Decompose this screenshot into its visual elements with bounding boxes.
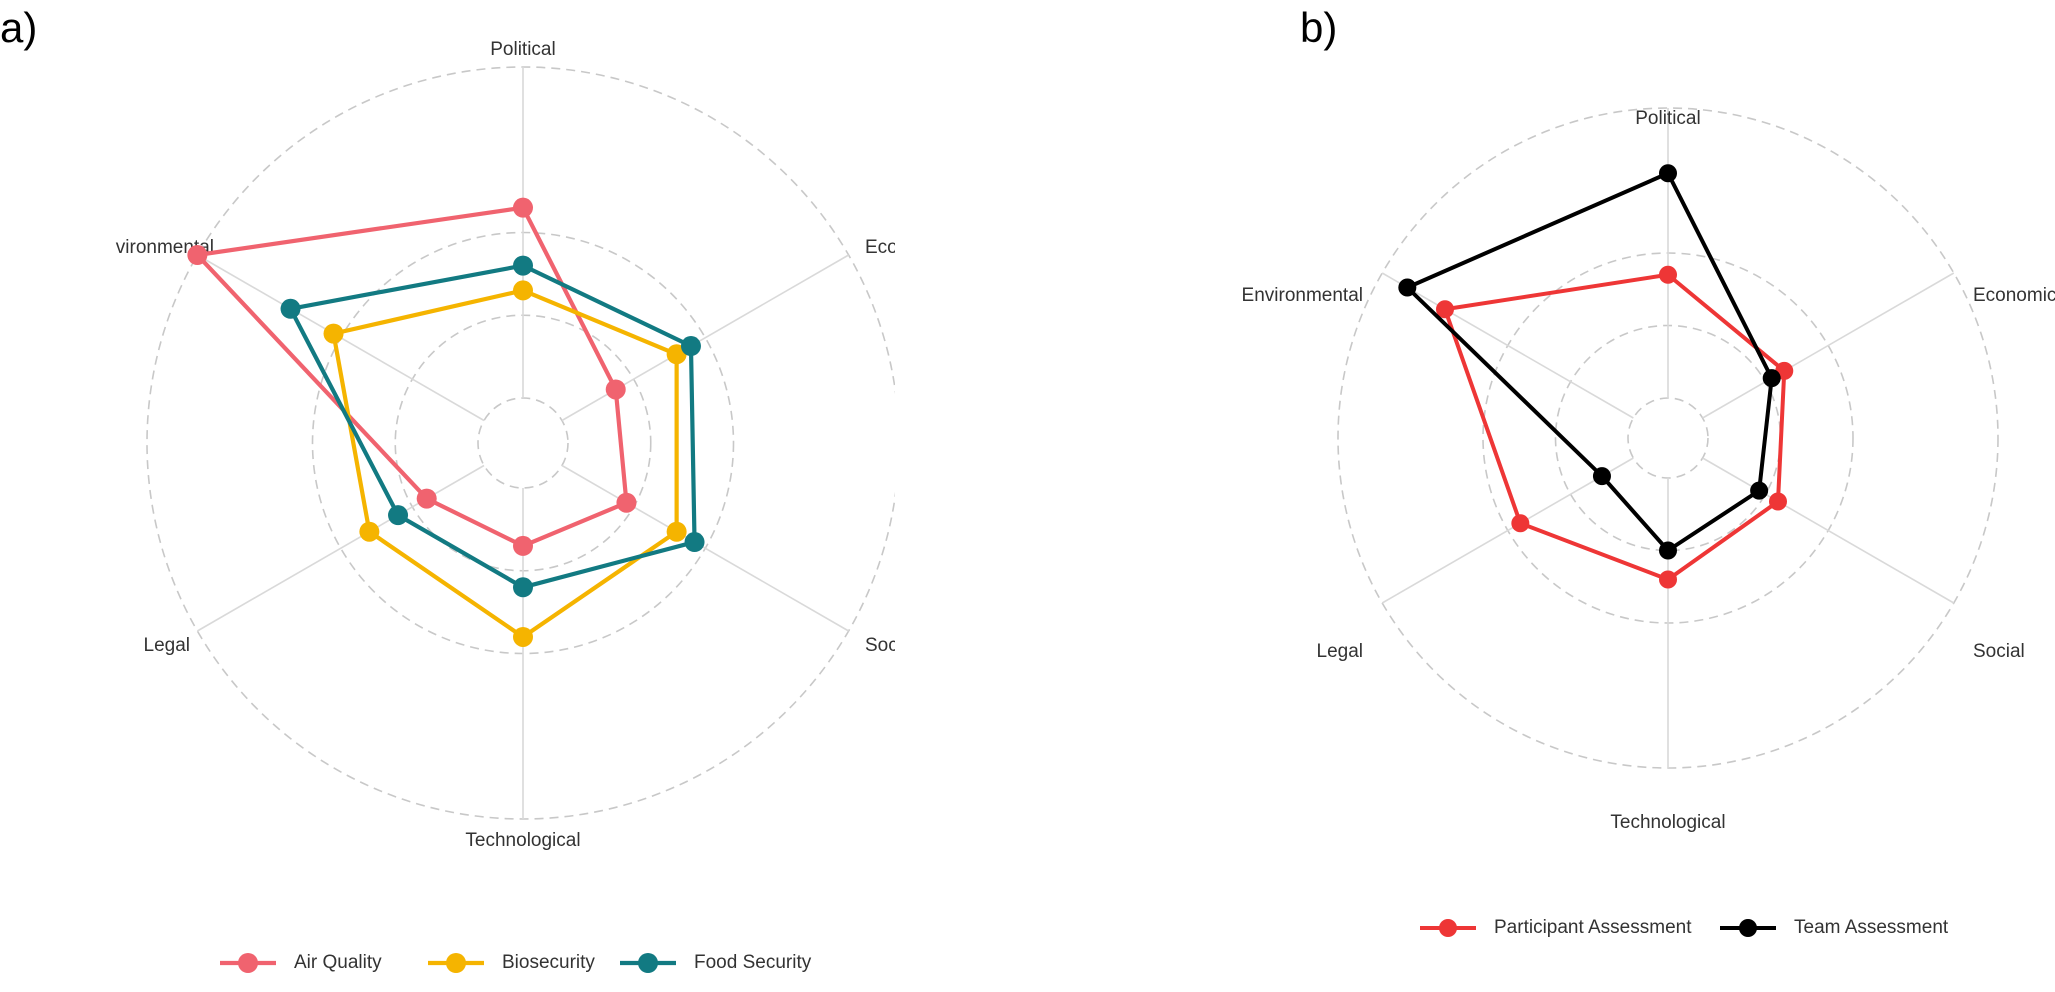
spoke-social	[1702, 457, 1955, 604]
point-participant-assessment-legal	[1511, 514, 1530, 533]
axis-label-economic: Eco	[865, 237, 898, 258]
legend-label: Participant Assessment	[1494, 917, 1692, 938]
axis-label-social: Soc	[865, 635, 898, 656]
series-line-biosecurity	[331, 288, 679, 640]
legend-swatch-dot	[238, 953, 258, 973]
legend-label: Team Assessment	[1794, 917, 1949, 938]
axis-label-legal: Legal	[1317, 641, 1364, 662]
point-air-quality-legal	[416, 488, 437, 509]
legend-item-participant-assessment: Participant Assessment	[1420, 917, 1692, 938]
series-air-quality	[187, 197, 637, 556]
point-biosecurity-legal	[359, 521, 380, 542]
legend-label: Food Security	[694, 952, 812, 973]
radar-grid	[1337, 107, 1999, 769]
axis-label-political: Political	[1635, 108, 1700, 129]
panel-label-b: b)	[1300, 4, 1337, 51]
radar-chart-a: PoliticalEcoSocTechnologicalLegalvironme…	[116, 39, 898, 851]
axis-label-economic: Economic	[1973, 285, 2055, 306]
grid-ring-0	[477, 397, 569, 489]
point-participant-assessment-technological	[1659, 570, 1677, 589]
point-air-quality-political	[513, 197, 533, 218]
point-participant-assessment-environmental	[1435, 300, 1454, 319]
legend-a: Air Quality Biosecurity Food Security	[220, 952, 812, 973]
series-team-assessment	[1398, 164, 1781, 560]
axis-label-political: Political	[490, 39, 555, 60]
radar-grid	[146, 66, 895, 820]
legend-item-air-quality: Air Quality	[220, 952, 382, 973]
panel-label-a: a)	[0, 4, 37, 51]
point-biosecurity-social	[666, 521, 687, 542]
point-food-security-political	[513, 255, 533, 276]
point-team-assessment-environmental	[1398, 278, 1417, 297]
series-biosecurity	[323, 280, 687, 647]
point-team-assessment-political	[1659, 164, 1677, 183]
legend-swatch-dot	[638, 953, 658, 973]
series-line-food-security	[288, 263, 697, 590]
point-team-assessment-social	[1750, 481, 1769, 500]
point-air-quality-environmental	[187, 245, 208, 265]
series-line-participant-assessment	[1442, 272, 1787, 582]
point-food-security-technological	[513, 577, 533, 598]
point-air-quality-social	[616, 492, 637, 513]
spoke-legal	[196, 464, 485, 632]
legend-item-food-security: Food Security	[620, 952, 812, 973]
legend-label: Biosecurity	[502, 952, 595, 973]
spoke-environmental	[1381, 272, 1634, 419]
series-food-security	[280, 255, 705, 598]
point-food-security-legal	[388, 505, 409, 526]
legend-b: Participant Assessment Team Assessment	[1420, 917, 1949, 938]
spoke-economic	[561, 254, 850, 422]
point-team-assessment-legal	[1592, 467, 1611, 486]
point-food-security-environmental	[280, 298, 301, 319]
axis-label-technological: Technological	[465, 830, 580, 851]
axis-label-social: Social	[1973, 641, 2025, 662]
axis-label-legal: Legal	[144, 635, 191, 656]
point-food-security-social	[684, 532, 705, 553]
point-biosecurity-political	[513, 280, 533, 301]
legend-swatch-dot	[1739, 919, 1757, 937]
point-air-quality-economic	[605, 379, 626, 400]
point-participant-assessment-social	[1768, 492, 1787, 511]
point-biosecurity-environmental	[323, 323, 344, 344]
series-line-air-quality	[195, 205, 629, 549]
point-food-security-economic	[680, 336, 701, 357]
legend-swatch-dot	[446, 953, 466, 973]
axis-label-technological: Technological	[1610, 812, 1725, 833]
legend-item-biosecurity: Biosecurity	[428, 952, 595, 973]
axis-label-environmental: Environmental	[1242, 285, 1363, 306]
spoke-economic	[1702, 272, 1955, 419]
point-participant-assessment-political	[1659, 265, 1677, 284]
legend-swatch-dot	[1439, 919, 1457, 937]
series-participant-assessment	[1435, 265, 1794, 589]
spoke-legal	[1381, 457, 1634, 604]
legend-item-team-assessment: Team Assessment	[1720, 917, 1949, 938]
point-air-quality-technological	[513, 535, 533, 556]
point-team-assessment-technological	[1659, 541, 1677, 560]
grid-ring-0	[1627, 397, 1709, 479]
spoke-social	[561, 464, 850, 632]
point-team-assessment-economic	[1762, 369, 1781, 388]
point-biosecurity-technological	[513, 626, 533, 647]
legend-label: Air Quality	[294, 952, 382, 973]
